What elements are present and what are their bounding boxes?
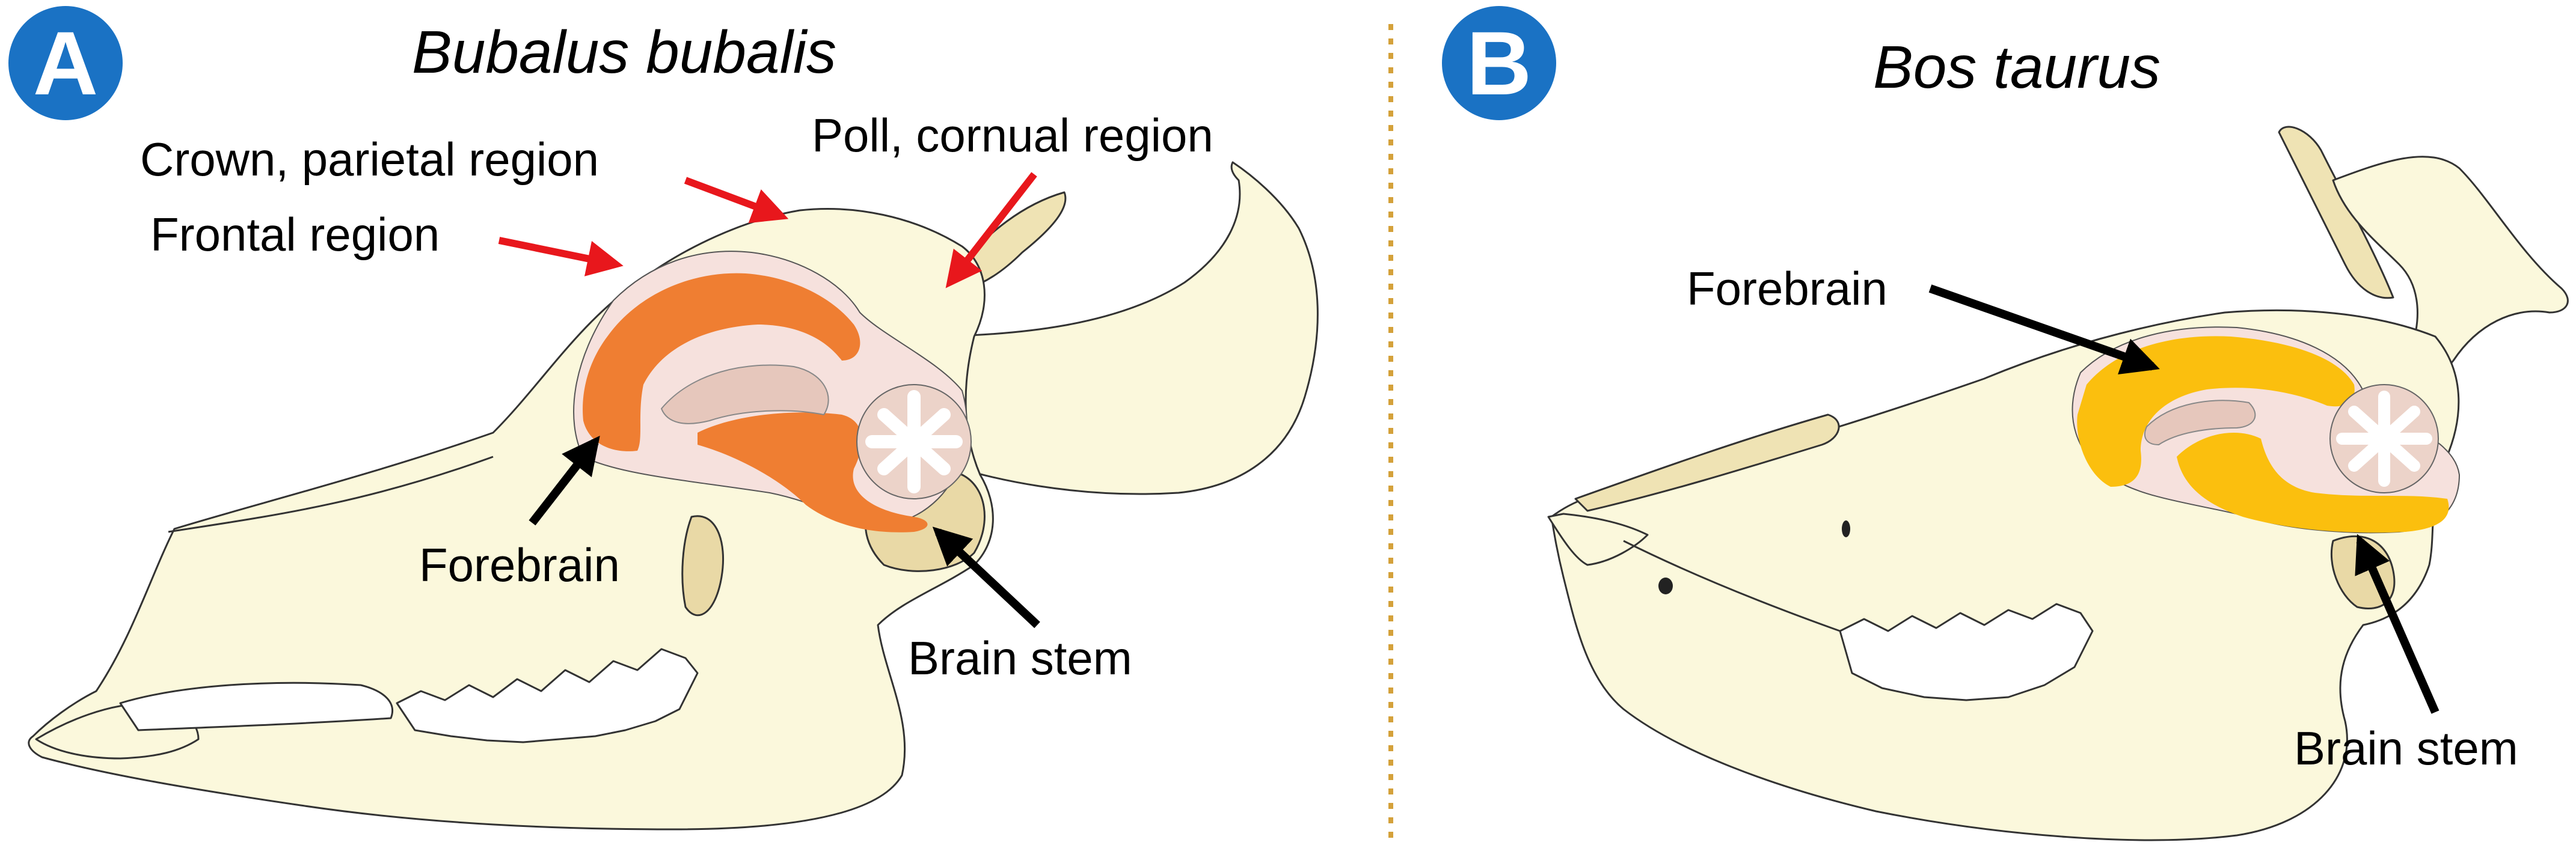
label-frontal: Frontal region <box>150 208 440 261</box>
cerebellum-a <box>856 384 972 499</box>
nasal-shadow-b <box>1574 413 1840 512</box>
midbrain-a <box>661 364 829 424</box>
arrow-forebrain-b <box>1928 284 2160 375</box>
arrow-frontal <box>498 237 624 276</box>
arrow-crown <box>684 177 789 224</box>
horn-left-b <box>2278 126 2394 299</box>
arrow-forebrain-a <box>529 436 600 526</box>
midbrain-b <box>2144 400 2256 445</box>
bone-shadow-a1 <box>681 515 725 617</box>
skull-a <box>28 161 1319 831</box>
forebrain-a <box>583 273 860 451</box>
premaxilla-b <box>1547 513 1649 566</box>
teeth-b <box>1839 603 2094 701</box>
teeth-a <box>396 648 699 743</box>
forebrain-a-lower <box>698 412 928 532</box>
cerebellum-b <box>2329 384 2439 493</box>
label-poll: Poll, cornual region <box>812 109 1213 162</box>
horn-small-a <box>961 191 1067 290</box>
nostril-dot-b2 <box>1842 520 1850 537</box>
label-crown: Crown, parietal region <box>140 133 600 186</box>
panel-b-title: Bos taurus <box>1873 34 2161 101</box>
horn-right-b <box>2332 156 2569 379</box>
arrow-brainstem-b <box>2355 534 2440 714</box>
panel-b-badge: B <box>1442 6 1556 120</box>
panel-a-badge: A <box>8 6 123 120</box>
nostril-dot-b1 <box>1658 578 1673 594</box>
arrow-brainstem-a <box>932 526 1040 629</box>
arrow-poll <box>945 172 1037 288</box>
horn-large-a <box>913 161 1319 495</box>
label-brainstem-b: Brain stem <box>2294 722 2518 775</box>
gum-line-b <box>1623 540 1841 632</box>
forebrain-b-lower <box>2177 433 2449 533</box>
panel-a-title: Bubalus bubalis <box>412 19 837 86</box>
label-brainstem-a: Brain stem <box>908 632 1132 685</box>
mandible-gap-a <box>119 682 393 731</box>
label-forebrain-a: Forebrain <box>419 538 620 591</box>
label-forebrain-b: Forebrain <box>1687 262 1888 315</box>
nasal-line-a <box>168 456 494 533</box>
